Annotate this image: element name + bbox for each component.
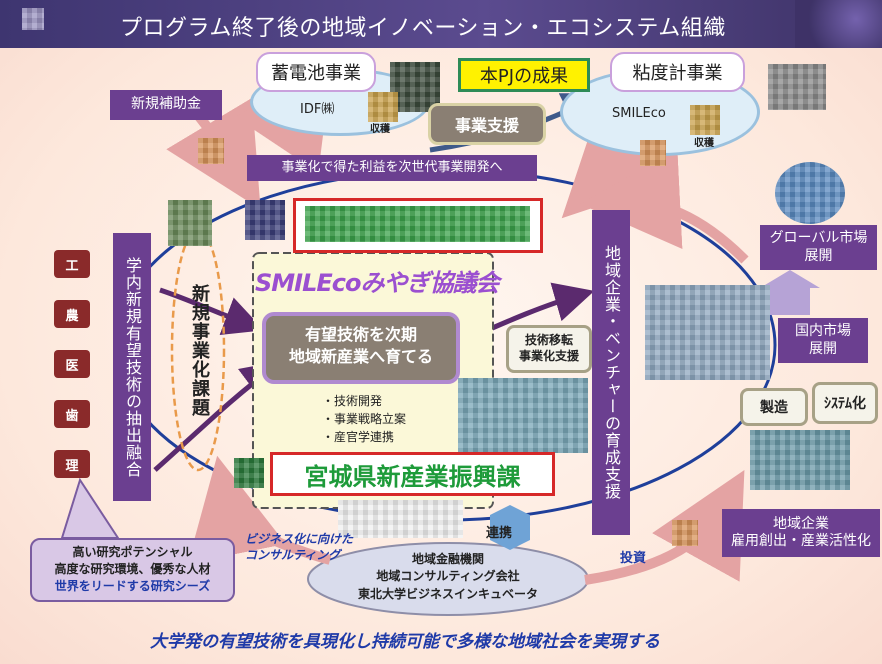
- result-label: 本PJの成果: [458, 58, 590, 92]
- faculty-sci: 理: [54, 450, 90, 478]
- logo-square: [245, 200, 285, 240]
- prefecture-logo: [234, 458, 264, 488]
- tech-transfer-line-2: 事業化支援: [518, 349, 579, 363]
- header-ornament: [795, 0, 882, 48]
- activity-2: ・事業戦略立案: [322, 412, 407, 426]
- note-pointer: [60, 478, 120, 539]
- header-logo: [22, 8, 44, 30]
- battery-business-label: 蓄電池事業: [256, 52, 376, 92]
- global-line-1: グローバル市場: [769, 230, 868, 246]
- activity-list: ・技術開発 ・事業戦略立案 ・産官学連携: [322, 392, 406, 446]
- arrow-invest: [584, 470, 745, 585]
- viscometer-photo: [768, 64, 826, 110]
- finance-text: 地域金融機関 地域コンサルティング会社 東北大学ビジネスインキュベータ: [318, 551, 578, 603]
- goal-line-2: 地域新産業へ育てる: [288, 347, 433, 367]
- globe-image: [775, 162, 845, 224]
- slogan: 大学発の有望技術を具現化し持続可能で多様な地域社会を実現する: [150, 632, 660, 652]
- viscometer-label: 粘度計事業: [610, 52, 745, 92]
- faculty-dent: 歯: [54, 400, 90, 428]
- tech-transfer-line-1: 技術移転: [524, 333, 573, 348]
- right-collage: [645, 285, 770, 380]
- finance-line-2: 地域コンサルティング会社: [376, 569, 520, 584]
- left-top-photo: [168, 200, 212, 246]
- title-bar: [0, 0, 882, 48]
- regional-company-box: 地域企業 雇用創出・産業活性化: [722, 509, 880, 557]
- domestic-line-2: 展開: [809, 340, 837, 357]
- harvest-icon-1: [368, 92, 398, 122]
- global-line-2: 展開: [804, 247, 833, 264]
- prefecture-box: 宮城県新産業振興課: [232, 452, 557, 496]
- logo-banner: [245, 198, 545, 253]
- activity-1: ・技術開発: [322, 394, 383, 408]
- center-collage: [458, 378, 588, 453]
- manufacturing-label: 製造: [740, 388, 808, 426]
- business-support-label: 事業支援: [428, 103, 546, 145]
- finance-line-1: 地域金融機関: [411, 552, 484, 566]
- logo-image: [305, 206, 530, 242]
- goal-box: 有望技術を次期 地域新産業へ育てる: [262, 312, 460, 384]
- system-label: ｼｽﾃﾑ化: [812, 382, 878, 424]
- left-vertical-label: 学内新規有望技術の抽出融合: [113, 233, 151, 501]
- consulting-line-2: コンサルティング: [245, 547, 341, 562]
- idf-label: IDF㈱: [300, 102, 335, 117]
- harvest-label-1: 収穫: [370, 124, 390, 135]
- new-subsidy-label: 新規補助金: [110, 90, 222, 120]
- faculty-column: 工 農 医 歯 理: [42, 245, 102, 490]
- arrow-harvest: [561, 112, 668, 219]
- faculty-agri: 農: [54, 300, 90, 328]
- arrow-global: [580, 149, 749, 264]
- prefecture-label: 宮城県新産業振興課: [270, 452, 555, 496]
- research-note: 高い研究ポテンシャル 高度な研究環境、優秀な人材 世界をリードする研究シーズ: [30, 538, 235, 602]
- arrow-consult: [187, 455, 332, 565]
- faculty-med: 医: [54, 350, 90, 378]
- smileco-label: SMILEco: [612, 106, 666, 121]
- harvest-icon-2: [690, 105, 720, 135]
- arrow-to-goal: [159, 287, 265, 335]
- tech-transfer-box: 技術移転 事業化支援: [506, 325, 592, 373]
- harvest-label-2: 収穫: [694, 138, 714, 149]
- small-icon-left: [198, 138, 224, 164]
- activity-3: ・産官学連携: [322, 430, 395, 444]
- domestic-line-1: 国内市場: [795, 323, 851, 339]
- consulting-label: ビジネス化に向けた コンサルティング: [245, 532, 353, 563]
- invest-icon: [672, 520, 698, 546]
- global-market-box: グローバル市場 展開: [760, 225, 877, 270]
- note-line-3: 世界をリードする研究シーズ: [54, 578, 211, 593]
- faculty-eng: 工: [54, 250, 90, 278]
- page-title: プログラム終了後の地域イノベーション・エコシステム組織: [120, 16, 726, 41]
- profit-flow-label: 事業化で得た利益を次世代事業開発へ: [247, 155, 537, 181]
- cooperation-label: 連携: [486, 526, 513, 541]
- small-icon-right: [640, 140, 666, 166]
- bottom-logo: [338, 500, 463, 538]
- note-line-2: 高度な研究環境、優秀な人材: [54, 561, 211, 576]
- council-title: SMILEcoみやぎ協議会: [255, 269, 499, 297]
- regional-line-1: 地域企業: [773, 515, 829, 532]
- investment-label: 投資: [620, 551, 647, 566]
- consulting-line-1: ビジネス化に向けた: [245, 532, 354, 546]
- right-vertical-label: 地域企業・ベンチャーの育成支援: [592, 210, 630, 535]
- goal-line-1: 有望技術を次期: [304, 325, 417, 344]
- arrow-up-global: [760, 270, 820, 315]
- note-line-1: 高い研究ポテンシャル: [72, 545, 193, 559]
- regional-line-2: 雇用創出・産業活性化: [731, 533, 871, 549]
- industry-photo: [750, 430, 850, 490]
- finance-line-3: 東北大学ビジネスインキュベータ: [357, 586, 538, 601]
- challenge-label: 新規事業化課題: [189, 283, 210, 417]
- domestic-market-box: 国内市場 展開: [778, 318, 868, 363]
- arrow-cooperation: [490, 505, 530, 550]
